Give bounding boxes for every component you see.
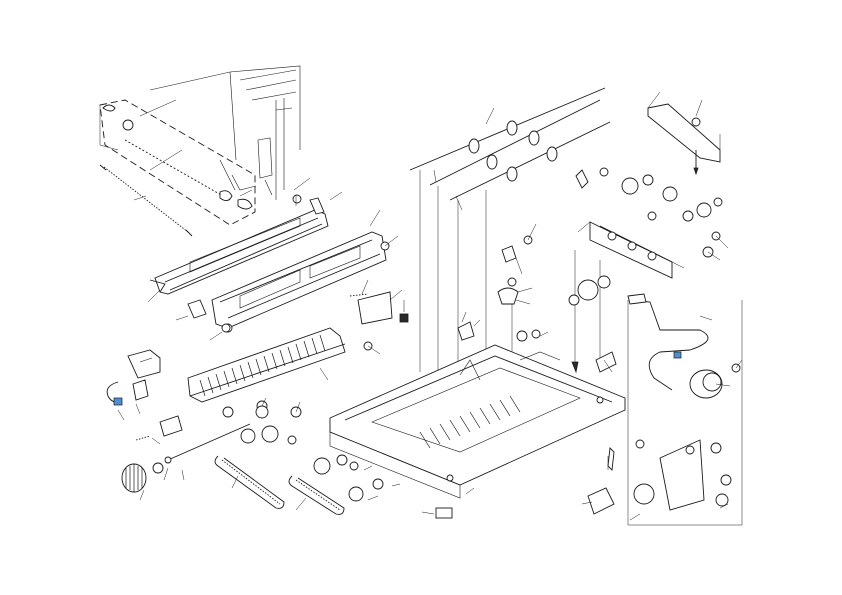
foot-blocks	[435, 351, 617, 519]
accessory-kit-group	[99, 99, 256, 237]
callout-leaders	[117, 91, 743, 526]
upper-right-bracket	[647, 103, 721, 168]
coil-spring	[99, 164, 193, 237]
tension-spring	[349, 291, 409, 325]
machine-frame-outline	[149, 65, 301, 200]
left-bracket-parts	[187, 299, 231, 333]
drive-gear-bracket	[575, 167, 723, 279]
pickup-roller	[121, 462, 164, 493]
feed-roller-shafts	[409, 87, 611, 201]
bead-chain	[124, 139, 231, 201]
mid-right-gears	[568, 231, 721, 306]
shaft-gears	[240, 405, 302, 445]
guide-rail-assembly	[149, 194, 329, 295]
center-small-parts	[457, 235, 541, 342]
direction-arrows	[571, 167, 699, 374]
lower-gear-bracket	[607, 439, 732, 511]
sensor-bracket-parts	[106, 349, 183, 441]
roller-guide-unit	[187, 327, 373, 418]
timing-belt-long	[214, 455, 285, 509]
idler-gears	[313, 454, 384, 502]
drive-shaft	[164, 423, 251, 464]
assembly-guide-lines	[419, 170, 601, 388]
drive-motor	[689, 363, 741, 399]
duplex-frame-base	[329, 344, 626, 499]
timing-belt-short	[288, 475, 345, 515]
wire-harness	[627, 293, 709, 391]
